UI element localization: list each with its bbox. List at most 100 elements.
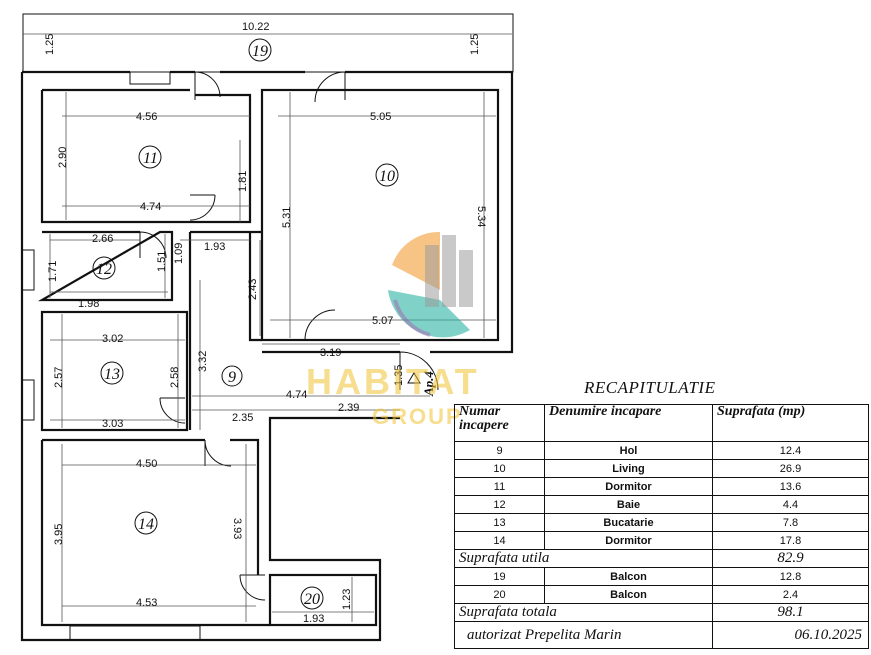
- room-name: Hol: [544, 441, 713, 460]
- room-name: Dormitor: [544, 531, 713, 550]
- window-14: [69, 625, 201, 641]
- dim-balcony-left: 1.25: [44, 34, 56, 55]
- room-number: 12: [454, 495, 545, 514]
- dim-hall-193: 1.93: [204, 241, 225, 253]
- room-name: Living: [544, 459, 713, 478]
- room-20-walls: [268, 573, 378, 627]
- dim-r10-left: 5.31: [281, 207, 293, 228]
- dim-r13-right: 2.58: [169, 367, 181, 388]
- dim-r10-right: 5.34: [475, 206, 487, 227]
- room-19-label: 19: [252, 43, 268, 60]
- room-number: 19: [454, 567, 545, 586]
- exterior-wall-left-bottom: [20, 72, 400, 642]
- dim-r11-side: 1.81: [237, 171, 249, 192]
- dim-r13-bottom: 3.03: [102, 418, 123, 430]
- entry-arrow-icon: [407, 372, 421, 384]
- dim-r11-top: 4.56: [136, 111, 157, 123]
- room-name: Bucatarie: [544, 513, 713, 532]
- recap-title: RECAPITULATIE: [584, 378, 716, 397]
- total-area-label: Suprafata totala: [454, 603, 713, 622]
- room-number: 9: [454, 441, 545, 460]
- door-14: [204, 439, 232, 467]
- room-number: 14: [454, 531, 545, 550]
- dim-r20-width: 1.93: [303, 613, 324, 625]
- dim-r14-right: 3.93: [231, 518, 243, 539]
- dim-r11-height: 2.90: [57, 147, 69, 168]
- dim-r12-right: 1.51: [156, 251, 168, 272]
- room-area: 17.8: [712, 531, 869, 550]
- total-area-value: 98.1: [712, 603, 869, 622]
- room-13-label: 13: [104, 366, 120, 383]
- window-13: [21, 379, 35, 421]
- useful-area-value: 82.9: [712, 549, 869, 568]
- room-name: Balcon: [544, 585, 713, 604]
- watermark-subtext: GROUP: [372, 404, 463, 429]
- door-balcony-left: [194, 71, 221, 100]
- room-12-walls: [37, 230, 174, 302]
- room-area: 13.6: [712, 477, 869, 496]
- room-area: 2.4: [712, 585, 869, 604]
- dim-door-135: 1.35: [393, 365, 405, 386]
- dim-r14-left: 3.95: [53, 524, 65, 545]
- room-12-label: 12: [96, 261, 112, 278]
- dim-r12-top: 2.66: [92, 233, 113, 245]
- door-11: [189, 194, 216, 221]
- room-name: Dormitor: [544, 477, 713, 496]
- dim-balcony-right: 1.25: [469, 34, 481, 55]
- dim-r13-left: 2.57: [53, 367, 65, 388]
- room-13-walls: [40, 310, 189, 432]
- door-balcony-right: [314, 71, 346, 103]
- useful-area-label: Suprafata utila: [454, 549, 713, 568]
- dim-hall-319: 3.19: [320, 347, 341, 359]
- dim-r14-bottom: 4.53: [136, 597, 157, 609]
- room-name: Baie: [544, 495, 713, 514]
- author-name: autorizat Prepelita Marin: [454, 621, 713, 649]
- dim-r20-height: 1.23: [341, 589, 353, 610]
- room-9-label: 9: [228, 369, 236, 386]
- room-area: 26.9: [712, 459, 869, 478]
- dim-hall-474: 4.74: [286, 389, 307, 401]
- dim-r14-top: 4.50: [136, 458, 157, 470]
- room-area: 7.8: [712, 513, 869, 532]
- dim-hall-235: 2.35: [232, 412, 253, 424]
- hall-walls: [188, 230, 400, 430]
- watermark-logo: [388, 231, 473, 338]
- header-area: Suprafata (mp): [712, 404, 869, 442]
- dim-r12-bottom: 1.98: [78, 298, 99, 310]
- door-entry: [399, 351, 439, 391]
- dim-r13-top: 3.02: [102, 333, 123, 345]
- room-14-label: 14: [138, 516, 154, 533]
- room-area: 4.4: [712, 495, 869, 514]
- room-area: 12.8: [712, 567, 869, 586]
- dimension-lines: [23, 33, 512, 622]
- door-13: [159, 397, 186, 424]
- dim-r11-bottom: 4.74: [140, 201, 161, 213]
- room-name: Balcon: [544, 567, 713, 586]
- door-12: [139, 231, 167, 259]
- room-11-walls: [40, 90, 252, 224]
- door-20: [239, 574, 266, 601]
- dim-hall-332: 3.32: [197, 351, 209, 372]
- recap-table: Numar incapere Denumire incapare Suprafa…: [454, 404, 869, 649]
- watermark-text: HABITAT: [306, 361, 480, 402]
- window-11: [129, 71, 171, 85]
- room-20-label: 20: [304, 591, 320, 608]
- plan-date: 06.10.2025: [712, 621, 869, 649]
- room-number: 20: [454, 585, 545, 604]
- room-10-walls: [260, 88, 500, 342]
- window-12: [21, 249, 35, 291]
- header-number: Numar incapere: [454, 404, 545, 442]
- dim-r10-bottom: 5.07: [372, 315, 393, 327]
- dim-hall-243: 2.43: [247, 279, 259, 300]
- room-labels: 19 11 10 12 13 9 14 20: [92, 38, 399, 610]
- recap-header-row: Numar incapere Denumire incapare Suprafa…: [454, 404, 869, 442]
